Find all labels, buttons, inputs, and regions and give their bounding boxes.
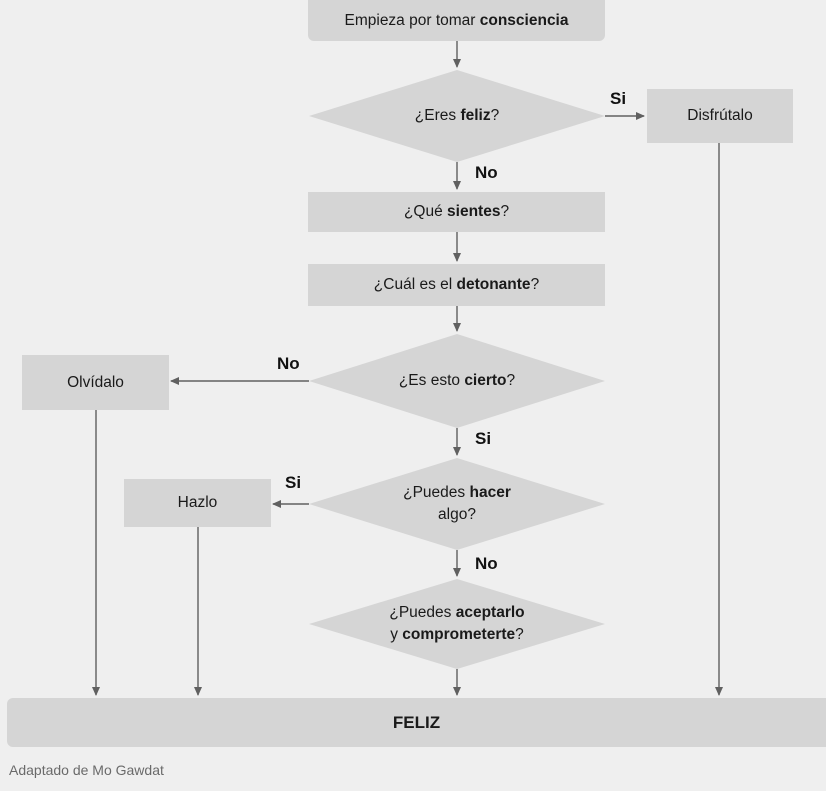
eres-feliz-text: ¿Eres feliz? xyxy=(414,107,500,124)
es-cierto-text: ¿Es esto cierto? xyxy=(398,372,516,389)
diamond-puedes-hacer xyxy=(309,458,605,550)
edge-label-hacer-no: No xyxy=(475,554,498,573)
feliz-box: FELIZ xyxy=(7,698,826,747)
olvidalo-box: Olvídalo xyxy=(22,355,169,410)
start-box: Empieza por tomar consciencia xyxy=(308,0,605,41)
edge-label-cierto-si: Si xyxy=(475,429,492,448)
puedes-hacer-text: ¿Puedes hacer algo? xyxy=(403,484,511,523)
disfrutalo-box: Disfrútalo xyxy=(647,89,793,143)
edge-label-cierto-no: No xyxy=(277,354,300,373)
diamond-puedes-aceptar xyxy=(309,579,605,669)
hazlo-box: Hazlo xyxy=(124,479,271,527)
sientes-box: ¿Qué sientes? xyxy=(308,192,605,232)
source-caption: Adaptado de Mo Gawdat xyxy=(9,762,164,778)
diamond-es-cierto xyxy=(309,334,605,428)
puedes-aceptar-text: ¿Puedes aceptarlo y comprometerte? xyxy=(389,604,525,643)
edge-label-feliz-si: Si xyxy=(610,89,627,108)
diamond-eres-feliz xyxy=(309,70,605,162)
edge-label-hacer-si: Si xyxy=(285,473,302,492)
detonante-box: ¿Cuál es el detonante? xyxy=(308,264,605,306)
edge-label-feliz-no: No xyxy=(475,163,498,182)
